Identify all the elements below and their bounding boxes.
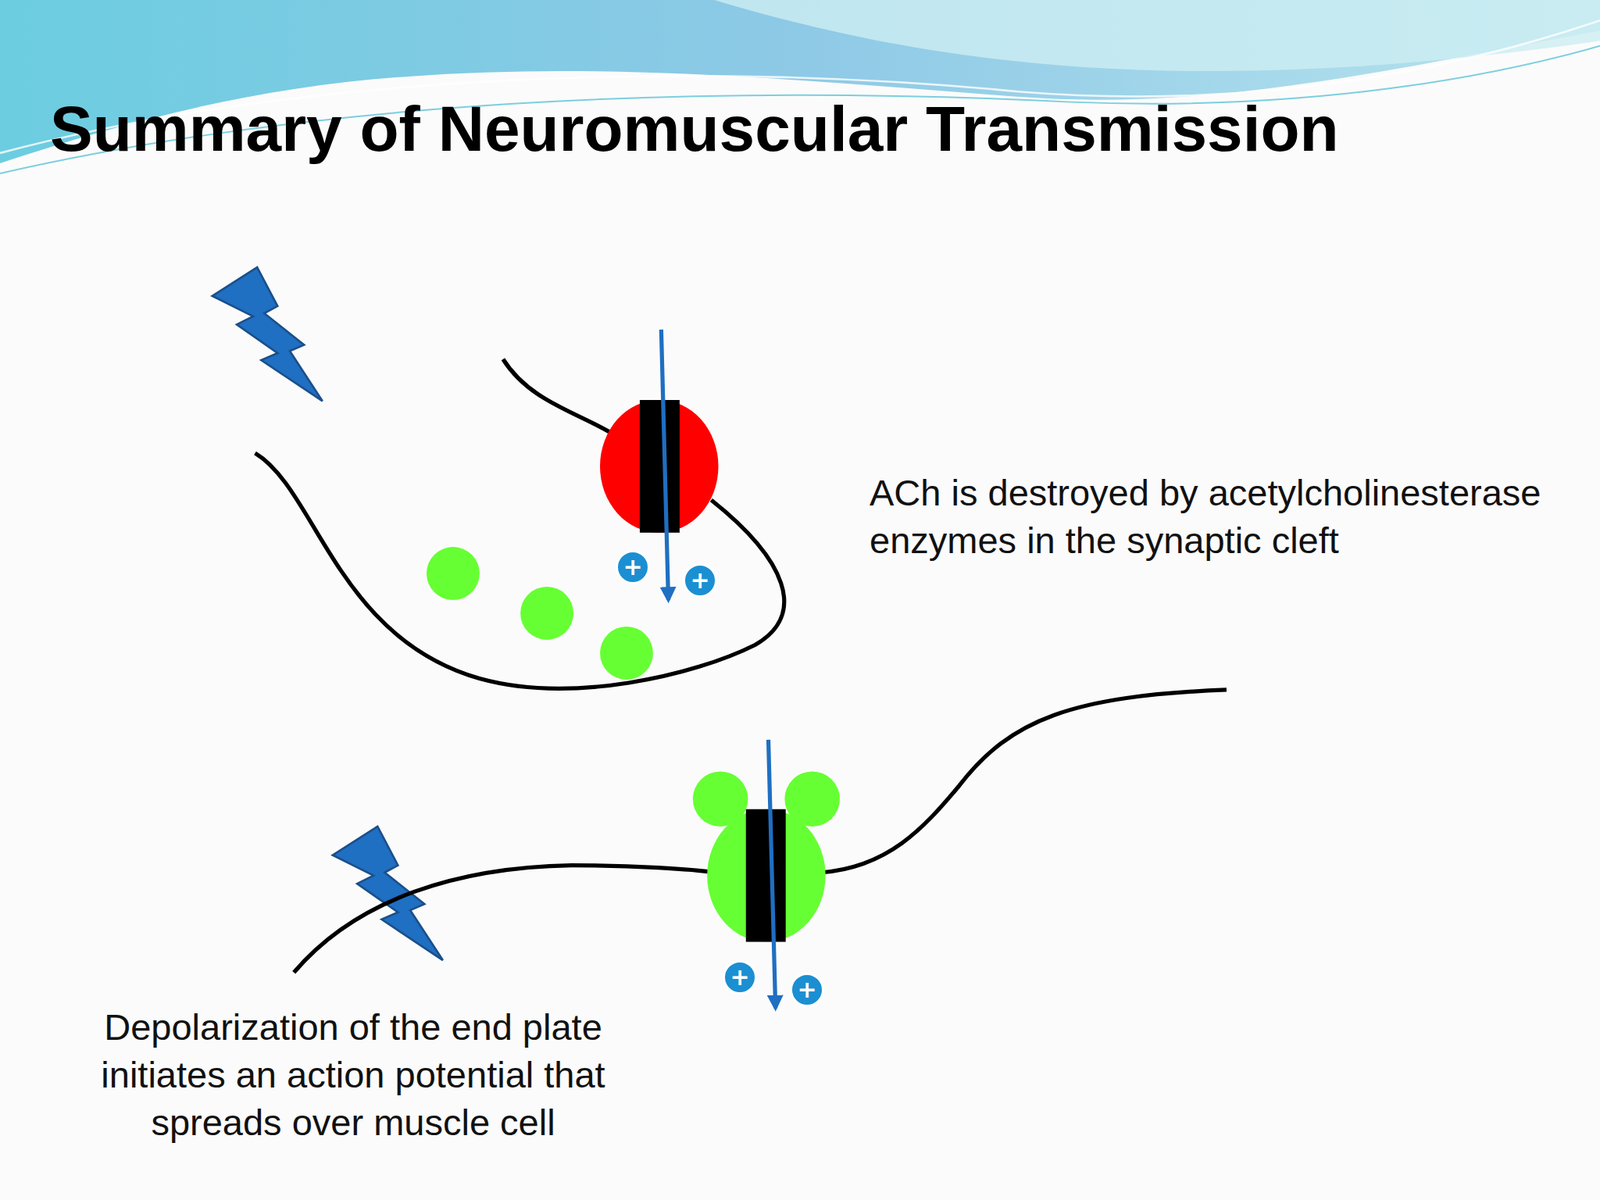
ion-charge: + bbox=[622, 555, 643, 579]
muscle-membrane bbox=[293, 865, 715, 973]
lightning-bolt bbox=[212, 267, 323, 401]
ach-receptor bbox=[707, 809, 826, 943]
ion-flow-arrow bbox=[660, 329, 668, 600]
ach-vesicle bbox=[520, 586, 574, 640]
calcium-channel bbox=[600, 400, 719, 533]
ion-charge: + bbox=[729, 965, 750, 990]
ach-vesicle bbox=[426, 546, 480, 600]
slide-title: Summary of Neuromuscular Transmission bbox=[50, 92, 1340, 166]
channel-pore bbox=[639, 400, 680, 533]
cation-ion: + bbox=[682, 563, 718, 598]
ion-charge: + bbox=[689, 568, 710, 593]
ion-flow-arrow bbox=[768, 739, 776, 1009]
cation-ion: + bbox=[722, 960, 758, 995]
lightning-bolt bbox=[332, 826, 443, 961]
ion-charge: + bbox=[796, 978, 817, 1002]
ach-vesicle bbox=[600, 626, 654, 680]
nerve-terminal bbox=[503, 359, 618, 437]
cation-ion: + bbox=[615, 550, 650, 585]
cation-ion: + bbox=[789, 972, 825, 1008]
annotation-text: Depolarization of the end plate initiate… bbox=[71, 1003, 635, 1147]
annotation-text: ACh is destroyed by acetylcholinesterase… bbox=[869, 468, 1558, 565]
channel-pore bbox=[746, 809, 786, 943]
header-wave bbox=[0, 0, 1600, 174]
muscle-membrane bbox=[821, 689, 1227, 873]
